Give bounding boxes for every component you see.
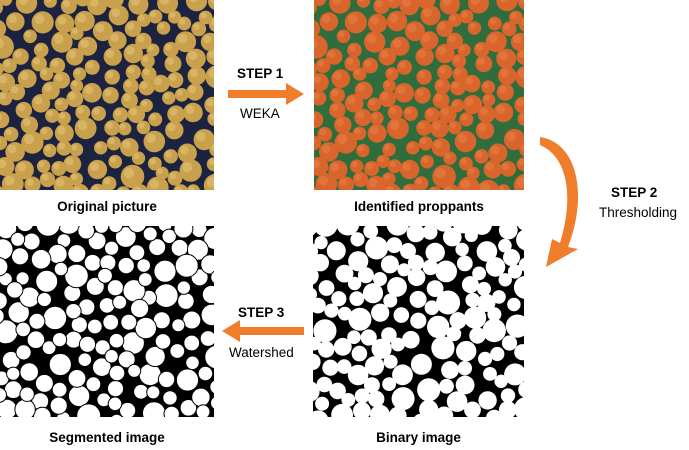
original-picture-panel: [0, 0, 214, 190]
identified-proppants-panel: [314, 0, 524, 190]
step-2-title: STEP 2: [611, 185, 658, 200]
step-3-method: Watershed: [229, 345, 294, 360]
step-2-method: Thresholding: [599, 205, 678, 220]
step-1-title: STEP 1: [237, 66, 284, 81]
binary-image-panel: [313, 226, 524, 417]
segmented-image-panel: [0, 226, 214, 417]
original-picture-caption: Original picture: [57, 199, 157, 214]
binary-image-caption: Binary image: [376, 430, 461, 445]
step-1-method: WEKA: [240, 106, 280, 121]
step-1-right-arrow-icon: [228, 83, 304, 105]
step-2-curved-arrow-icon: [540, 137, 579, 267]
binary-image: [313, 226, 524, 417]
segmented-image-caption: Segmented image: [49, 430, 165, 445]
segmented-image: [0, 226, 214, 417]
step-3-left-arrow-icon: [222, 320, 304, 342]
identified-proppants-caption: Identified proppants: [354, 199, 484, 214]
original-picture-image: [0, 0, 214, 190]
step-3-title: STEP 3: [238, 305, 285, 320]
identified-proppants-image: [314, 0, 524, 190]
